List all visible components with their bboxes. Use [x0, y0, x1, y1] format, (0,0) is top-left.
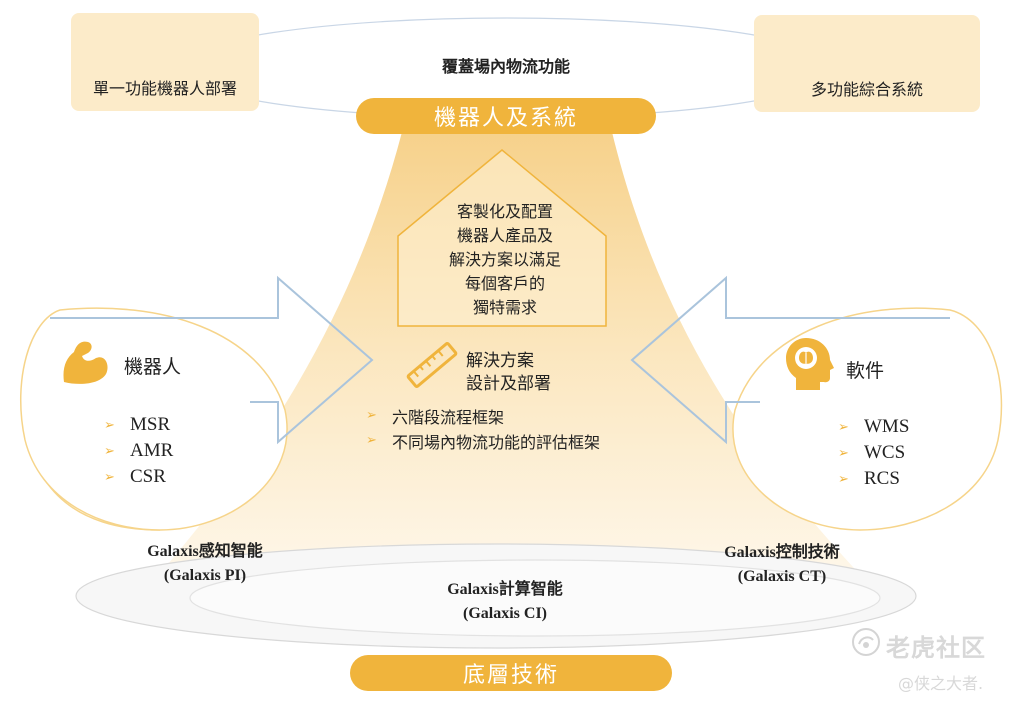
top-center-caption: 覆蓋場內物流功能 — [441, 57, 570, 76]
galaxis-ci-label: Galaxis計算智能 (Galaxis CI) — [420, 578, 590, 626]
right-arrow — [630, 275, 950, 445]
list-item: ➢ 六階段流程框架 — [366, 403, 600, 428]
galaxis-ct-line: Galaxis控制技術 — [724, 544, 840, 561]
house-text-line: 機器人產品及 — [456, 226, 553, 245]
multi-function-system-label: 多功能綜合系統 — [810, 80, 923, 99]
galaxis-ct-line: (Galaxis CT) — [737, 568, 827, 585]
galaxis-ci-line: Galaxis計算智能 — [447, 581, 563, 598]
list-item: ➢ WMS — [838, 414, 909, 440]
software-list: ➢ WMS ➢ WCS ➢ RCS — [838, 414, 909, 492]
solution-list: ➢ 六階段流程框架 ➢ 不同場內物流功能的評估框架 — [366, 403, 600, 453]
house-text-line: 每個客戶的 — [464, 274, 545, 293]
single-function-deployment-box: 單一功能機器人部署 — [71, 13, 259, 111]
robots-and-systems-banner: 機器人及系統 — [356, 98, 656, 134]
robot-type: MSR — [130, 414, 171, 435]
arrow-bullet-icon: ➢ — [838, 471, 849, 486]
galaxis-pi-label: Galaxis感知智能 (Galaxis PI) — [120, 540, 290, 588]
house-outline — [397, 149, 607, 327]
house-text-line: 客製化及配置 — [456, 202, 553, 221]
multi-function-system-box: 多功能綜合系統 — [754, 15, 980, 112]
brain-head-icon — [786, 338, 834, 390]
arrow-bullet-icon: ➢ — [838, 419, 849, 434]
arrow-bullet-icon: ➢ — [838, 445, 849, 460]
list-item: ➢ AMR — [104, 438, 173, 464]
list-item: ➢ WCS — [838, 440, 909, 466]
robot-type: AMR — [130, 440, 174, 461]
ruler-icon — [406, 342, 458, 388]
light-beam — [150, 132, 870, 585]
arrow-bullet-icon: ➢ — [366, 408, 377, 423]
robot-type: CSR — [130, 466, 166, 487]
underlying-technology-banner: 底層技術 — [350, 655, 672, 691]
robots-title: 機器人 — [124, 356, 182, 378]
watermark-logo-icon — [852, 628, 880, 656]
list-item: ➢ 不同場內物流功能的評估框架 — [366, 428, 600, 453]
underlying-technology-banner-label: 底層技術 — [462, 663, 559, 688]
galaxis-pi-line: Galaxis感知智能 — [147, 543, 263, 560]
robots-and-systems-banner-label: 機器人及系統 — [433, 106, 578, 131]
single-function-deployment-label: 單一功能機器人部署 — [92, 79, 237, 98]
galaxis-pi-line: (Galaxis PI) — [163, 567, 247, 584]
software-title: 軟件 — [846, 360, 885, 382]
watermark-handle: @侠之大者. — [898, 674, 984, 693]
house-text-line: 獨特需求 — [472, 298, 537, 317]
software-type: WMS — [864, 416, 910, 437]
arrow-bullet-icon: ➢ — [104, 417, 115, 432]
house-description: 客製化及配置 機器人產品及 解決方案以滿足 每個客戶的 獨特需求 — [405, 200, 605, 320]
house-text-line: 解決方案以滿足 — [448, 250, 561, 269]
arrow-bullet-icon: ➢ — [104, 443, 115, 458]
base-ellipse-inner — [189, 559, 881, 637]
solution-title: 解決方案 設計及部署 — [466, 350, 551, 396]
robots-list: ➢ MSR ➢ AMR ➢ CSR — [104, 412, 173, 490]
arrow-bullet-icon: ➢ — [366, 433, 377, 448]
solution-item: 不同場內物流功能的評估框架 — [392, 432, 601, 452]
list-item: ➢ RCS — [838, 466, 909, 492]
arrow-bullet-icon: ➢ — [104, 469, 115, 484]
list-item: ➢ MSR — [104, 412, 173, 438]
watermark-title: 老虎社区 — [886, 634, 986, 662]
solution-title-line: 設計及部署 — [466, 374, 551, 394]
galaxis-ct-label: Galaxis控制技術 (Galaxis CT) — [696, 541, 868, 589]
solution-item: 六階段流程框架 — [392, 407, 505, 427]
list-item: ➢ CSR — [104, 464, 173, 490]
left-arrow — [50, 275, 374, 445]
software-type: WCS — [864, 442, 906, 463]
galaxis-ci-line: (Galaxis CI) — [463, 605, 547, 622]
software-type: RCS — [864, 468, 900, 489]
muscle-arm-icon — [63, 341, 108, 384]
solution-title-line: 解決方案 — [466, 351, 534, 371]
